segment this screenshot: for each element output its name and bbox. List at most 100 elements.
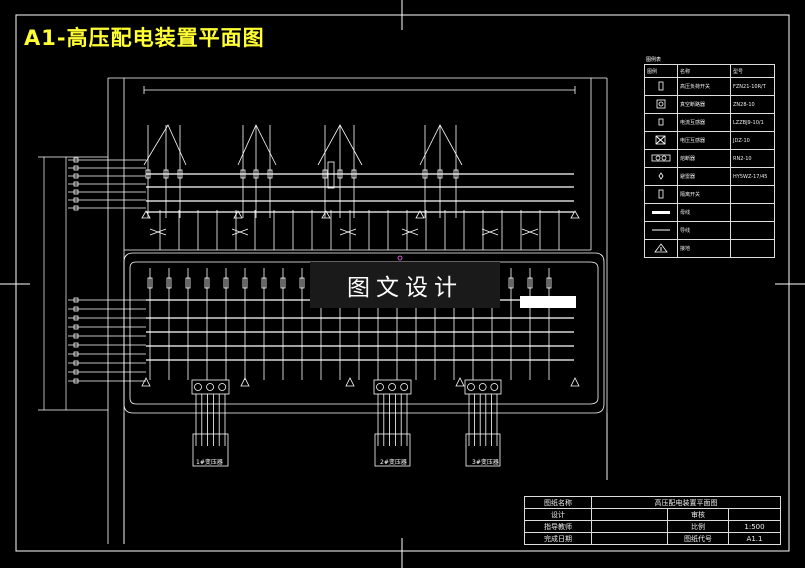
tie bbox=[231, 228, 249, 236]
legend-model: RN2-10 bbox=[730, 149, 775, 168]
tb-drawing-name-label: 图纸名称 bbox=[524, 496, 592, 509]
terminal bbox=[73, 197, 79, 203]
legend-symbol-triangle bbox=[644, 239, 678, 258]
legend-name: 真空断路器 bbox=[677, 95, 731, 114]
switch bbox=[267, 169, 273, 179]
ct-circle bbox=[490, 383, 499, 391]
tb-advisor-value bbox=[591, 520, 668, 533]
terminal bbox=[73, 333, 79, 339]
legend-header-model: 型号 bbox=[730, 64, 775, 78]
switch bbox=[299, 277, 305, 289]
legend-row: 接地 bbox=[644, 239, 775, 258]
switch bbox=[204, 277, 210, 289]
switch bbox=[145, 169, 151, 179]
tb-advisor-label: 指导教师 bbox=[524, 520, 592, 533]
transformer-label-1: 1#变压器 bbox=[196, 459, 223, 466]
tie bbox=[481, 228, 499, 236]
earth bbox=[141, 377, 151, 387]
terminal bbox=[73, 369, 79, 375]
legend-row: 导线 bbox=[644, 221, 775, 240]
switch bbox=[280, 277, 286, 289]
drawing-title: A1-高压配电装置平面图 bbox=[24, 26, 265, 50]
earth bbox=[233, 210, 243, 219]
switch bbox=[322, 169, 328, 179]
earth bbox=[570, 210, 580, 219]
switch bbox=[242, 277, 248, 289]
earth bbox=[415, 210, 425, 219]
rect-icon bbox=[658, 81, 664, 90]
legend-name: 高压负荷开关 bbox=[677, 77, 731, 96]
terminal bbox=[73, 165, 79, 171]
terminal bbox=[73, 173, 79, 179]
terminal bbox=[73, 324, 79, 330]
watermark: 图文设计 bbox=[310, 262, 500, 308]
legend-header-symbol: 图例 bbox=[644, 64, 678, 78]
legend-header-name: 名称 bbox=[677, 64, 731, 78]
earth bbox=[240, 377, 250, 387]
transformer-box bbox=[192, 433, 229, 467]
switch bbox=[166, 277, 172, 289]
switch bbox=[527, 277, 533, 289]
legend-symbol-bar bbox=[644, 203, 678, 222]
feeder-peak bbox=[419, 124, 463, 166]
legend-symbol-double-circle bbox=[644, 149, 678, 168]
switch bbox=[337, 169, 343, 179]
legend-name: 母线 bbox=[677, 203, 731, 222]
box-x-icon bbox=[655, 135, 666, 144]
tb-designer-label: 设计 bbox=[524, 508, 592, 521]
tb-reviewer-label: 审核 bbox=[667, 508, 729, 521]
terminal bbox=[73, 297, 79, 303]
switch bbox=[177, 169, 183, 179]
legend-name: 熔断器 bbox=[677, 149, 731, 168]
switch bbox=[185, 277, 191, 289]
ct-circle bbox=[388, 383, 396, 391]
ct-circle bbox=[400, 383, 409, 391]
legend-model: LZZBJ9-10/1 bbox=[730, 113, 775, 132]
double-circle-icon bbox=[651, 154, 671, 161]
tb-code-label: 图纸代号 bbox=[667, 532, 729, 545]
switch bbox=[163, 169, 169, 179]
legend-model: JDZ-10 bbox=[730, 131, 775, 150]
feeder-peak bbox=[237, 124, 277, 166]
small-rect-icon bbox=[658, 189, 664, 198]
tb-code-value: A1.1 bbox=[728, 532, 781, 545]
feeder-box bbox=[464, 379, 502, 395]
legend-name: 避雷器 bbox=[677, 167, 731, 186]
square-x-icon bbox=[656, 99, 666, 108]
tie bbox=[401, 228, 419, 236]
legend-name: 隔离开关 bbox=[677, 185, 731, 204]
switch bbox=[422, 169, 428, 179]
tb-designer-value bbox=[591, 508, 668, 521]
legend-symbol-box-x bbox=[644, 131, 678, 150]
terminal bbox=[73, 205, 79, 211]
terminal bbox=[73, 360, 79, 366]
earth bbox=[455, 377, 465, 387]
marker bbox=[397, 255, 403, 261]
tb-scale-label: 比例 bbox=[667, 520, 729, 533]
earth bbox=[141, 210, 151, 219]
switch bbox=[261, 277, 267, 289]
legend-model: FZN21-10R/T bbox=[730, 77, 775, 96]
transformer-box bbox=[374, 433, 411, 467]
dimension-lines bbox=[38, 156, 108, 411]
terminal bbox=[73, 157, 79, 163]
switch bbox=[223, 277, 229, 289]
legend-model: HY5WZ-17/45 bbox=[730, 167, 775, 186]
ct-circle bbox=[478, 383, 487, 391]
transformer-feeders bbox=[191, 255, 502, 467]
switch bbox=[546, 277, 552, 289]
legend-symbol-line bbox=[644, 221, 678, 240]
transformer-box bbox=[465, 433, 501, 467]
triangle-icon bbox=[654, 242, 668, 252]
switch bbox=[453, 169, 459, 179]
bar-icon bbox=[652, 210, 670, 214]
switch bbox=[253, 169, 259, 179]
earth bbox=[345, 377, 355, 387]
legend-symbol-rect-small bbox=[644, 113, 678, 132]
tb-drawing-name: 高压配电装置平面图 bbox=[591, 496, 781, 509]
switch bbox=[508, 277, 514, 289]
